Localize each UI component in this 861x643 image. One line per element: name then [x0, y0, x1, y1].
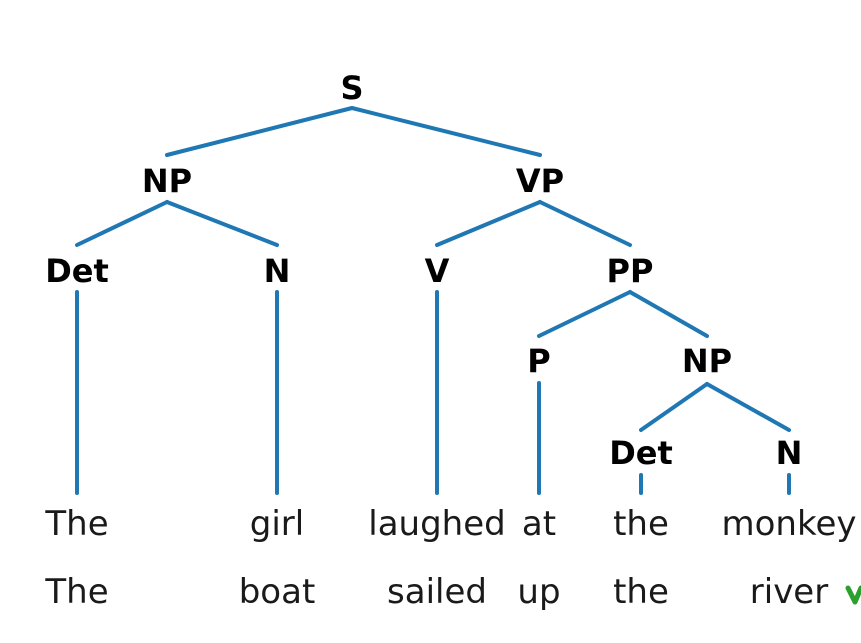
- node-np: NP: [142, 162, 192, 200]
- word-1-4: at: [522, 504, 556, 544]
- word-2-4: up: [517, 572, 560, 612]
- word-1-1: The: [44, 504, 108, 544]
- node-vp: VP: [516, 162, 564, 200]
- sentence-2: The boat sailed up the river: [44, 572, 828, 612]
- node-s: S: [340, 69, 363, 107]
- word-2-3: sailed: [387, 572, 487, 612]
- node-n: N: [264, 252, 291, 290]
- node-pp: PP: [607, 252, 654, 290]
- node-p: P: [527, 342, 550, 380]
- node-n-lower: N: [776, 434, 803, 472]
- node-v: V: [425, 252, 450, 290]
- check-mark-icon: [845, 585, 861, 605]
- word-1-5: the: [613, 504, 669, 544]
- word-2-6: river: [750, 572, 828, 612]
- edge-np-n: [165, 200, 279, 247]
- edge-vp-pp: [538, 200, 632, 247]
- word-1-3: laughed: [368, 504, 505, 544]
- edge-np-det-lower: [639, 382, 709, 432]
- word-2-2: boat: [239, 572, 316, 612]
- node-det-lower: Det: [609, 434, 673, 472]
- word-2-5: the: [613, 572, 669, 612]
- word-2-1: The: [44, 572, 108, 612]
- node-np-lower: NP: [682, 342, 732, 380]
- edge-s-vp: [350, 106, 542, 157]
- tree-nodes: S NP VP Det N V PP P NP Det N: [45, 69, 802, 472]
- tree-edges: [75, 106, 791, 495]
- edge-np-det: [75, 200, 169, 247]
- edge-s-np: [165, 106, 354, 157]
- word-1-6: monkey: [722, 504, 857, 544]
- node-det: Det: [45, 252, 109, 290]
- edge-np-n-lower: [705, 382, 791, 432]
- edge-pp-p: [537, 290, 632, 338]
- word-1-2: girl: [250, 504, 304, 544]
- edge-pp-np: [628, 290, 709, 338]
- edge-vp-v: [435, 200, 542, 247]
- sentence-1: The girl laughed at the monkey: [44, 504, 856, 544]
